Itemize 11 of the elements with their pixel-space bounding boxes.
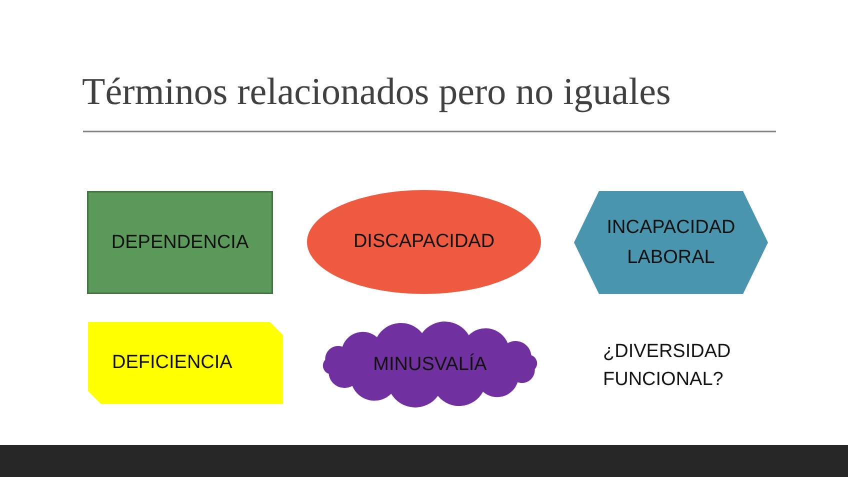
- term-label: DISCAPACIDAD: [353, 230, 495, 254]
- snipped-rectangle-shape: [88, 322, 283, 404]
- term-label: INCAPACIDAD LABORAL: [606, 216, 736, 270]
- term-label: MINUSVALÍA: [373, 352, 487, 376]
- hexagon-shape: [574, 191, 768, 294]
- term-label: ¿DIVERSIDAD FUNCIONAL?: [603, 340, 732, 392]
- term-label: DEPENDENCIA: [111, 230, 249, 254]
- ellipse-shape: [307, 190, 541, 294]
- rectangle-shape: [87, 191, 273, 294]
- term-label: DEFICIENCIA: [112, 351, 232, 375]
- slide-title: Términos relacionados pero no iguales: [82, 70, 671, 114]
